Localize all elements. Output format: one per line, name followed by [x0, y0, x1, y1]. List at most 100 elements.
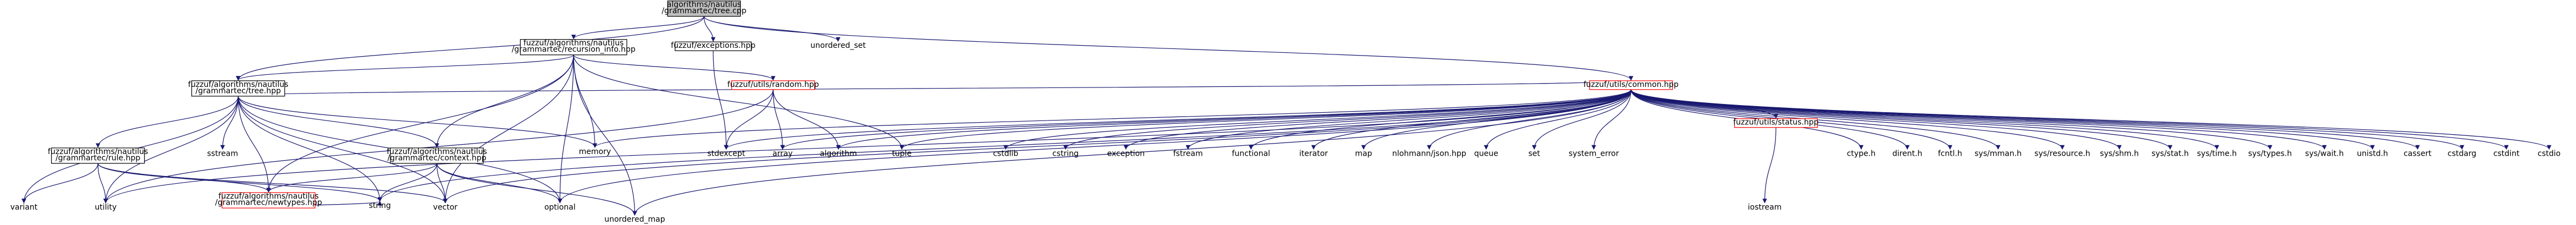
node-cstring: cstring — [1052, 149, 1079, 158]
node-label: sys/time.h — [2197, 149, 2237, 158]
node-label: sys/shm.h — [2100, 149, 2139, 158]
node-recursion-info[interactable]: fuzzuf/algorithms/nautilus/grammartec/re… — [512, 39, 636, 56]
edge-common-hpp-to-memory — [593, 89, 1631, 148]
node-tree-hpp[interactable]: fuzzuf/algorithms/nautilus/grammartec/tr… — [188, 80, 288, 97]
node-dirent-h: dirent.h — [1893, 149, 1923, 158]
edge-context-hpp-to-string — [377, 163, 438, 202]
node-label: sys/types.h — [2248, 149, 2292, 158]
node-label: functional — [1232, 149, 1270, 158]
edge-tree-hpp-to-newtypes-hpp — [238, 96, 271, 193]
node-time-h: sys/time.h — [2197, 149, 2237, 158]
node-cstdlib: cstdlib — [993, 149, 1018, 158]
edge-common-hpp-to-set — [1532, 89, 1631, 150]
node-wait-h: sys/wait.h — [2305, 149, 2343, 158]
node-ctype-h: ctype.h — [1847, 149, 1876, 158]
edge-context-hpp-to-unordered-map — [436, 163, 637, 216]
node-label: fuzzuf/algorithms/nautilus — [523, 39, 624, 48]
node-label: cstring — [1052, 149, 1079, 158]
edge-tree-hpp-to-rule-hpp — [95, 96, 239, 148]
node-queue: queue — [1474, 149, 1498, 158]
node-label: cstdint — [2494, 149, 2520, 158]
node-exceptions[interactable]: fuzzuf/exceptions.hpp — [671, 41, 755, 51]
edge-common-hpp-to-functional — [1249, 89, 1631, 150]
node-box — [675, 41, 752, 51]
node-label: sys/stat.h — [2152, 149, 2189, 158]
node-sstream: sstream — [207, 149, 238, 158]
node-label: dirent.h — [1893, 149, 1923, 158]
edge-common-hpp-to-cstdlib — [1003, 89, 1631, 150]
node-optional: optional — [544, 203, 576, 212]
node-label: fuzzuf/algorithms/nautilus — [218, 192, 318, 201]
node-cstdint: cstdint — [2494, 149, 2520, 158]
node-rule-hpp[interactable]: fuzzuf/algorithms/nautilus/grammartec/ru… — [48, 147, 148, 164]
node-root[interactable]: algorithms/nautilus/grammartec/tree.cpp — [661, 1, 747, 17]
edge-common-hpp-to-system-error — [1591, 89, 1631, 150]
node-label: /grammartec/context.hpp — [388, 153, 487, 162]
node-label: cstdarg — [2447, 149, 2476, 158]
edge-common-hpp-to-tuple — [900, 89, 1631, 150]
node-label: unordered_set — [810, 41, 866, 50]
node-random-hpp[interactable]: fuzzuf/utils/random.hpp — [727, 80, 819, 90]
edge-common-hpp-to-time-h — [1630, 89, 2219, 150]
node-label: /grammartec/newtypes.hpp — [215, 199, 322, 207]
edge-tree-hpp-to-utility — [103, 96, 239, 204]
node-label: sys/resource.h — [2034, 149, 2090, 158]
edge-random-hpp-to-array — [773, 89, 785, 150]
edge-root-to-unordered-set — [703, 16, 841, 42]
node-algorithm: algorithm — [820, 149, 857, 158]
node-fcntl-h: fcntl.h — [1938, 149, 1962, 158]
node-layer: algorithms/nautilus/grammartec/tree.cpp f… — [10, 1, 2561, 224]
edge-root-to-recursion-info — [571, 16, 705, 40]
node-context-hpp[interactable]: fuzzuf/algorithms/nautilus/grammartec/co… — [387, 147, 487, 164]
edge-root-to-exceptions — [703, 16, 716, 42]
edge-tree-hpp-to-memory — [238, 96, 598, 148]
node-string: string — [369, 201, 391, 210]
edge-tree-hpp-to-common-hpp — [238, 79, 1633, 97]
edge-common-hpp-to-stdexcept — [724, 89, 1631, 150]
edge-context-hpp-to-newtypes-hpp — [266, 163, 438, 193]
node-label: fuzzuf/algorithms/nautilus — [188, 80, 288, 89]
node-label: fcntl.h — [1938, 149, 1962, 158]
edge-rule-hpp-to-string — [97, 163, 382, 202]
node-box — [520, 39, 627, 56]
edge-rule-hpp-to-variant — [21, 163, 98, 204]
node-box — [731, 80, 815, 90]
node-mman-h: sys/mman.h — [1974, 149, 2022, 158]
node-box — [1589, 80, 1673, 90]
node-set: set — [1529, 149, 1541, 158]
node-label: fuzzuf/algorithms/nautilus — [48, 147, 148, 156]
node-status-hpp[interactable]: fuzzuf/utils/status.hpp — [1733, 118, 1819, 128]
edge-common-hpp-to-cstdarg — [1630, 89, 2464, 150]
node-common-hpp[interactable]: fuzzuf/utils/common.hpp — [1584, 80, 1679, 90]
node-utility: utility — [95, 203, 117, 212]
node-fstream: fstream — [1173, 149, 1203, 158]
edge-context-hpp-to-optional — [436, 163, 562, 204]
node-label: sstream — [207, 149, 238, 158]
node-label: variant — [10, 203, 38, 212]
node-newtypes-hpp[interactable]: fuzzuf/algorithms/nautilus/grammartec/ne… — [215, 192, 322, 208]
edge-recursion-info-to-unordered-map — [573, 54, 637, 216]
node-types-h: sys/types.h — [2248, 149, 2292, 158]
node-label: tuple — [892, 149, 912, 158]
node-label: optional — [544, 203, 576, 212]
node-box — [390, 147, 484, 164]
node-box — [667, 1, 741, 17]
node-label: sys/mman.h — [1974, 149, 2022, 158]
edge-common-hpp-to-wait-h — [1630, 89, 2327, 150]
edge-common-hpp-to-cstring — [1063, 89, 1631, 150]
edge-common-hpp-to-queue — [1483, 89, 1631, 150]
node-label: fuzzuf/utils/common.hpp — [1584, 80, 1679, 89]
node-label: unordered_map — [604, 215, 665, 224]
node-label: /grammartec/tree.hpp — [196, 86, 281, 95]
edge-common-hpp-to-string — [377, 89, 1631, 202]
edge-tree-hpp-to-string — [238, 96, 383, 202]
node-box — [51, 147, 145, 164]
node-array: array — [773, 149, 793, 158]
node-label: memory — [579, 147, 611, 156]
node-label: fuzzuf/utils/status.hpp — [1733, 118, 1818, 127]
edge-recursion-info-to-random-hpp — [573, 54, 776, 81]
node-label: sys/wait.h — [2305, 149, 2343, 158]
node-box — [1734, 118, 1818, 128]
edge-common-hpp-to-algorithm — [836, 89, 1631, 150]
